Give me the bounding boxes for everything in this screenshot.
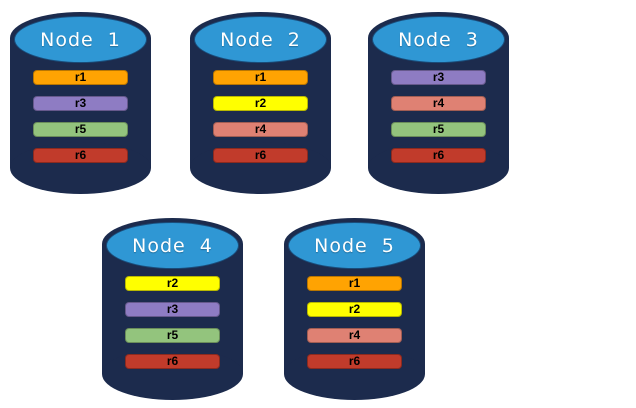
cylinder-top-face: Node 1	[14, 16, 147, 63]
partition-bar-r1: r1	[213, 70, 308, 85]
node-title: Node 4	[132, 234, 213, 257]
partition-list: r1 r2 r4 r6	[307, 276, 402, 369]
cylinder-top-face: Node 4	[106, 222, 239, 269]
partition-bar-r5: r5	[33, 122, 128, 137]
partition-bar-r3: r3	[125, 302, 220, 317]
partition-bar-r4: r4	[307, 328, 402, 343]
partition-bar-r6: r6	[213, 148, 308, 163]
partition-bar-r1: r1	[33, 70, 128, 85]
partition-bar-r6: r6	[33, 148, 128, 163]
db-node-1: Node 1 r1 r3 r5 r6	[10, 12, 151, 194]
partition-bar-r4: r4	[213, 122, 308, 137]
node-title: Node 3	[398, 28, 479, 51]
node-title: Node 2	[220, 28, 301, 51]
partition-list: r2 r3 r5 r6	[125, 276, 220, 369]
partition-bar-r6: r6	[125, 354, 220, 369]
partition-bar-r5: r5	[125, 328, 220, 343]
partition-list: r1 r2 r4 r6	[213, 70, 308, 163]
partition-bar-r3: r3	[33, 96, 128, 111]
partition-bar-r1: r1	[307, 276, 402, 291]
db-node-5: Node 5 r1 r2 r4 r6	[284, 218, 425, 400]
partition-bar-r6: r6	[391, 148, 486, 163]
cylinder-top-face: Node 3	[372, 16, 505, 63]
partition-bar-r2: r2	[213, 96, 308, 111]
node-title: Node 5	[314, 234, 395, 257]
db-node-4: Node 4 r2 r3 r5 r6	[102, 218, 243, 400]
cylinder-top-face: Node 5	[288, 222, 421, 269]
db-node-2: Node 2 r1 r2 r4 r6	[190, 12, 331, 194]
partition-bar-r2: r2	[125, 276, 220, 291]
partition-list: r3 r4 r5 r6	[391, 70, 486, 163]
partition-bar-r3: r3	[391, 70, 486, 85]
partition-bar-r5: r5	[391, 122, 486, 137]
partition-list: r1 r3 r5 r6	[33, 70, 128, 163]
partition-bar-r6: r6	[307, 354, 402, 369]
partition-bar-r2: r2	[307, 302, 402, 317]
node-title: Node 1	[40, 28, 121, 51]
partition-bar-r4: r4	[391, 96, 486, 111]
db-node-3: Node 3 r3 r4 r5 r6	[368, 12, 509, 194]
cylinder-top-face: Node 2	[194, 16, 327, 63]
